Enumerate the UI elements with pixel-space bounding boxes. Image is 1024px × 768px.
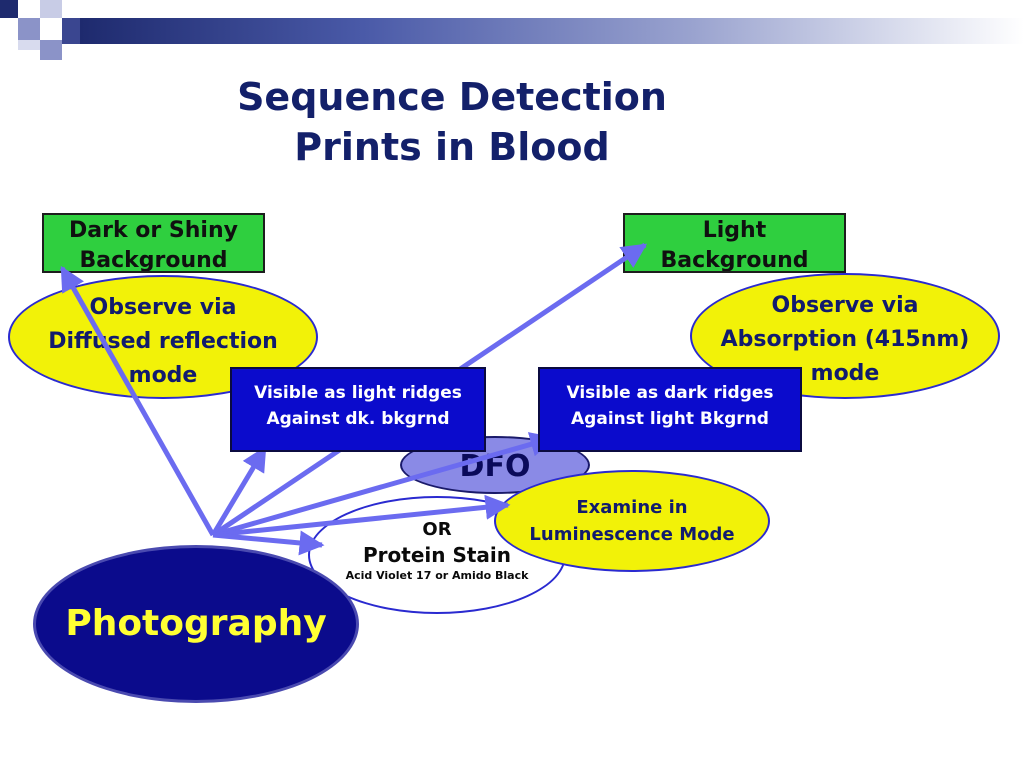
protein-stain-subtitle: Acid Violet 17 or Amido Black: [345, 569, 529, 582]
arrow-to-luminescence: [212, 494, 511, 538]
absorption-ellipse: Observe via Absorption (415nm) mode: [690, 273, 1000, 399]
visible-light-line-1: Visible as light ridges: [254, 383, 462, 403]
luminescence-line-2: Luminescence Mode: [529, 524, 735, 545]
luminescence-line-1: Examine in: [576, 497, 688, 518]
visible-light-ridges-box: Visible as light ridges Against dk. bkgr…: [230, 367, 486, 452]
light-background-line-2: Background: [660, 248, 809, 273]
protein-stain-label: Protein Stain: [363, 543, 511, 567]
dark-background-box: Dark or Shiny Background: [42, 213, 265, 273]
dark-background-line-1: Dark or Shiny: [69, 218, 238, 243]
absorption-line-3: mode: [810, 361, 880, 386]
visible-dark-ridges-box: Visible as dark ridges Against light Bkg…: [538, 367, 802, 452]
visible-dark-line-2: Against light Bkgrnd: [571, 409, 769, 429]
decor-square: [40, 0, 62, 18]
arrow-to-visible-light-ridges: [210, 445, 268, 537]
decor-square: [18, 18, 40, 40]
light-background-line-1: Light: [702, 218, 767, 243]
decor-square: [40, 40, 62, 60]
slide-title: Sequence Detection Prints in Blood: [150, 72, 754, 172]
protein-or-label: OR: [422, 519, 452, 540]
arrow-to-visible-dark-ridges: [212, 432, 556, 538]
arrow-to-dark-background: [59, 265, 216, 537]
light-background-box: Light Background: [623, 213, 846, 273]
header-gradient-bar: [80, 18, 1024, 44]
absorption-line-2: Absorption (415nm): [720, 327, 970, 352]
visible-light-line-2: Against dk. bkgrnd: [266, 409, 450, 429]
diffused-line-3: mode: [128, 363, 198, 388]
luminescence-ellipse: Examine in Luminescence Mode: [494, 470, 770, 572]
title-line-2: Prints in Blood: [294, 125, 610, 169]
absorption-line-1: Observe via: [771, 293, 919, 318]
arrow-to-protein-stain: [212, 530, 325, 556]
title-line-1: Sequence Detection: [237, 75, 667, 119]
decor-square: [18, 40, 40, 50]
decor-square: [62, 18, 80, 44]
photography-label: Photography: [65, 603, 327, 644]
dark-background-line-2: Background: [79, 248, 228, 273]
diffused-line-1: Observe via: [89, 295, 237, 320]
visible-dark-line-1: Visible as dark ridges: [566, 383, 774, 403]
decor-square: [0, 0, 18, 18]
photography-ellipse: Photography: [33, 545, 359, 703]
diffused-line-2: Diffused reflection: [48, 329, 278, 354]
